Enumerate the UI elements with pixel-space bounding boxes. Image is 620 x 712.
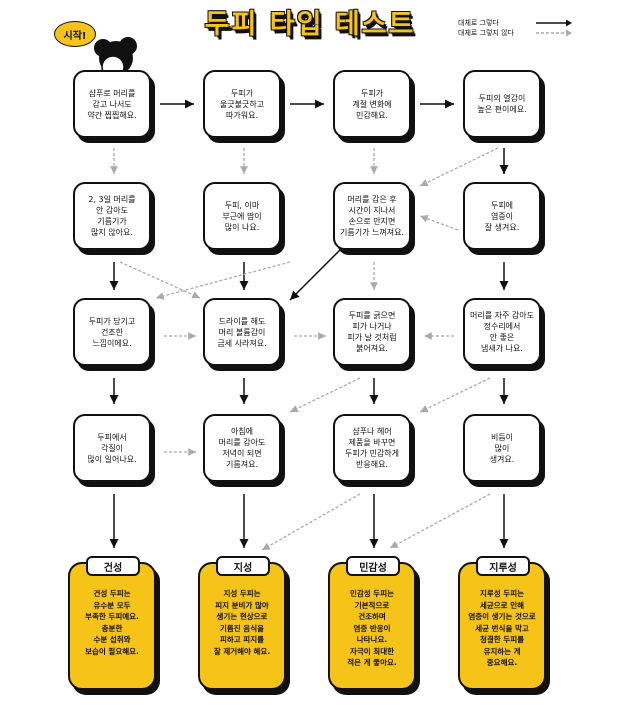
solid-arrow-icon — [536, 19, 572, 27]
question-10: 드라이를 해도 머리 볼륨감이 금세 사라져요. — [203, 298, 281, 366]
result-sensitive: 민감성 민감성 두피는 기본적으로 건조하며 염증 반응이 나타나요. 자극이 … — [328, 556, 416, 690]
result-oily-title: 지성 — [216, 556, 270, 576]
result-sensitive-title: 민감성 — [346, 556, 400, 576]
question-11: 두피를 긁으면 피가 나거나 피가 날 것처럼 붉어져요. — [333, 298, 411, 366]
result-seborrheic-title: 지루성 — [476, 556, 530, 576]
result-dry-desc: 건성 두피는 유수분 모두 부족한 두피예요. 충분한 수분 섭취와 보습이 필… — [85, 589, 139, 656]
result-oily-desc: 지성 두피는 피지 분비가 많아 생기는 현상으로 기름진 음식을 피하고 피지… — [213, 589, 271, 656]
question-14: 아침에 머리를 감아도 저녁이 되면 기름져요. — [203, 414, 281, 482]
result-seborrheic-desc: 지루성 두피는 세균으로 인해 염증이 생기는 것으로 세균 번식을 막고 청결… — [468, 589, 536, 667]
legend-no-label: 대체로 그렇지 않다 — [458, 29, 514, 37]
question-6: 두피, 이마 부근에 땀이 많이 나요. — [203, 182, 281, 250]
page-title: 두피 타입 테스트 — [204, 9, 416, 40]
question-3: 두피가 계절 변화에 민감해요. — [333, 70, 411, 138]
legend: 대체로 그렇다 대체로 그렇지 않다 — [458, 18, 572, 38]
legend-yes: 대체로 그렇다 — [458, 18, 572, 28]
question-8: 두피에 염증이 잘 생겨요. — [463, 182, 541, 250]
character-head-icon — [94, 37, 137, 79]
question-12: 머리를 자주 감아도 정수리에서 안 좋은 냄새가 나요. — [463, 298, 541, 366]
question-4: 두피의 열감이 높은 편이에요. — [463, 70, 541, 138]
question-2: 두피가 울긋불긋하고 따가워요. — [203, 70, 281, 138]
question-16: 비듬이 많이 생겨요. — [463, 414, 541, 482]
start-badge: 시작! — [54, 21, 96, 47]
dashed-arrow-icon — [536, 29, 572, 37]
question-9: 두피가 당기고 건조한 느낌이에요. — [73, 298, 151, 366]
question-1: 샴푸로 머리를 감고 나서도 약간 찝찝해요. — [73, 70, 151, 138]
legend-yes-label: 대체로 그렇다 — [458, 19, 499, 27]
result-sensitive-desc: 민감성 두피는 기본적으로 건조하며 염증 반응이 나타나요. 자극이 최대한 … — [347, 589, 397, 667]
question-7: 머리를 감은 후 시간이 지나서 손으로 만지면 기름기가 느껴져요. — [333, 182, 411, 250]
question-5: 2, 3일 머리를 안 감아도 기름기가 많지 않아요. — [73, 182, 151, 250]
question-13: 두피에서 각질이 많이 일어나요. — [73, 414, 151, 482]
result-dry: 건성 건성 두피는 유수분 모두 부족한 두피예요. 충분한 수분 섭취와 보습… — [68, 556, 156, 690]
legend-no: 대체로 그렇지 않다 — [458, 28, 572, 38]
result-seborrheic: 지루성 지루성 두피는 세균으로 인해 염증이 생기는 것으로 세균 번식을 막… — [458, 556, 546, 690]
result-oily: 지성 지성 두피는 피지 분비가 많아 생기는 현상으로 기름진 음식을 피하고… — [198, 556, 286, 690]
question-15: 샴푸나 헤어 제품을 바꾸면 두피가 민감하게 반응해요. — [333, 414, 411, 482]
result-dry-title: 건성 — [86, 556, 140, 576]
